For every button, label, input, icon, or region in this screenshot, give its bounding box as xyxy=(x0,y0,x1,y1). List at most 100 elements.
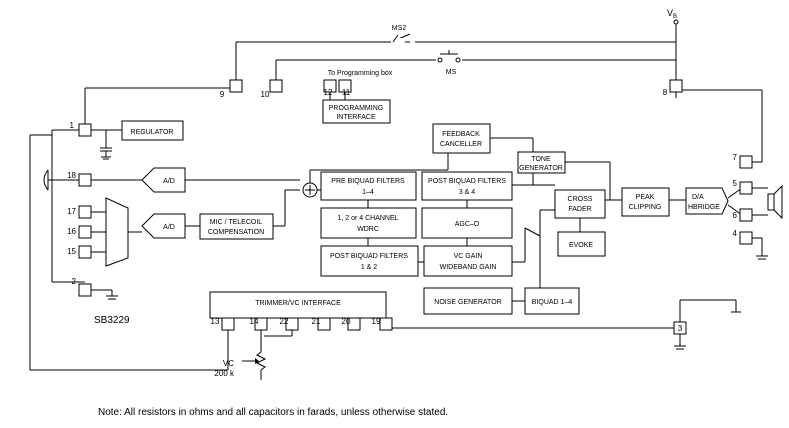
svg-text:CROSS: CROSS xyxy=(568,196,593,203)
pin-7 xyxy=(739,155,753,169)
pin-2-label: 2 xyxy=(72,277,77,286)
ms-label: MS xyxy=(446,69,457,76)
svg-text:PEAK: PEAK xyxy=(636,194,655,201)
pin-16-label: 16 xyxy=(67,227,76,236)
svg-text:PROGRAMMING: PROGRAMMING xyxy=(329,105,383,112)
feedback-canceller-block: FEEDBACK CANCELLER xyxy=(432,123,491,154)
pin-9 xyxy=(229,79,243,93)
mic-telecoil-compensation-block: MIC / TELECOIL COMPENSATION xyxy=(199,213,274,240)
regulator-block: REGULATOR xyxy=(121,120,184,141)
pin-13-label: 13 xyxy=(211,317,220,326)
wdrc-block: 1, 2 or 4 CHANNEL WDRC xyxy=(320,207,417,239)
pin-19 xyxy=(379,317,393,331)
footnote: Note: All resistors in ohms and all capa… xyxy=(98,407,448,418)
da-hbridge-block: D/A HBRIDGE xyxy=(685,187,729,215)
pin-15-label: 15 xyxy=(67,247,76,256)
switch-ms2: MS2 xyxy=(391,25,415,46)
pin-10 xyxy=(269,79,283,93)
ms2-label: MS2 xyxy=(392,25,407,32)
supply-label: VB xyxy=(667,8,677,20)
pin-11-label: 11 xyxy=(342,88,351,97)
pin-19-label: 19 xyxy=(372,317,381,326)
pin-13 xyxy=(221,317,235,331)
ad-converter-top: A/D xyxy=(141,167,186,193)
pin-16 xyxy=(78,225,92,239)
svg-text:REGULATOR: REGULATOR xyxy=(131,129,174,136)
pin-14-label: 14 xyxy=(250,317,259,326)
pin-12-label: 12 xyxy=(324,88,333,97)
svg-text:1–4: 1–4 xyxy=(362,189,374,196)
vc-label-line2: 200 k xyxy=(214,369,235,378)
svg-text:POST BIQUAD FILTERS: POST BIQUAD FILTERS xyxy=(428,178,506,185)
svg-text:CLIPPING: CLIPPING xyxy=(629,204,662,211)
svg-text:A/D: A/D xyxy=(163,178,175,185)
pin-18-label: 18 xyxy=(67,171,76,180)
switch-ms: MS xyxy=(436,50,462,76)
svg-text:VC GAIN: VC GAIN xyxy=(454,253,483,260)
chip-name: SB3229 xyxy=(94,315,130,326)
noise-generator-block: NOISE GENERATOR xyxy=(423,287,513,315)
svg-text:INTERFACE: INTERFACE xyxy=(336,114,376,121)
biquad-1-4-block: BIQUAD 1–4 xyxy=(524,287,580,315)
svg-text:POST BIQUAD FILTERS: POST BIQUAD FILTERS xyxy=(330,253,408,260)
pin-4 xyxy=(739,231,753,245)
pin-4-label: 4 xyxy=(733,229,738,238)
svg-text:GENERATOR: GENERATOR xyxy=(519,165,563,172)
svg-text:FADER: FADER xyxy=(568,206,591,213)
svg-text:HBRIDGE: HBRIDGE xyxy=(688,204,720,211)
pre-biquad-filters-block: PRE BIQUAD FILTERS 1–4 xyxy=(320,171,417,201)
evoke-block: EVOKE xyxy=(557,231,606,257)
pin-15 xyxy=(78,245,92,259)
svg-text:1, 2 or 4 CHANNEL: 1, 2 or 4 CHANNEL xyxy=(337,215,398,222)
svg-text:WIDEBAND GAIN: WIDEBAND GAIN xyxy=(440,264,497,271)
wiring xyxy=(29,19,783,380)
svg-text:WDRC: WDRC xyxy=(357,226,379,233)
pin-5-label: 5 xyxy=(733,179,738,188)
pin-5 xyxy=(739,181,753,195)
svg-text:1 & 2: 1 & 2 xyxy=(361,264,377,271)
pin-8 xyxy=(669,79,683,93)
to-programming-box-label: To Programming box xyxy=(328,70,393,77)
pin-7-label: 7 xyxy=(733,153,738,162)
pin-20-label: 20 xyxy=(342,317,351,326)
vc-label-line1: VC xyxy=(223,359,234,368)
svg-text:BIQUAD 1–4: BIQUAD 1–4 xyxy=(532,299,573,306)
pin-12 xyxy=(323,79,337,93)
vc-gain-block: VC GAIN WIDEBAND GAIN xyxy=(423,245,513,277)
cross-fader-block: CROSS FADER xyxy=(554,189,606,219)
svg-text:A/D: A/D xyxy=(163,224,175,231)
svg-text:3 & 4: 3 & 4 xyxy=(459,189,475,196)
agc-o-block: AGC–O xyxy=(421,207,513,239)
pin-11 xyxy=(338,79,352,93)
svg-text:TRIMMER/VC INTERFACE: TRIMMER/VC INTERFACE xyxy=(255,300,341,307)
pin-22-label: 22 xyxy=(280,317,289,326)
pin-1 xyxy=(78,123,92,137)
ad-converter-bottom: A/D xyxy=(141,213,186,239)
svg-text:AGC–O: AGC–O xyxy=(455,221,480,228)
trimmer-vc-interface-block: TRIMMER/VC INTERFACE xyxy=(209,291,387,319)
svg-text:COMPENSATION: COMPENSATION xyxy=(208,229,264,236)
pin-1-label: 1 xyxy=(70,121,75,130)
tone-generator-block: TONE GENERATOR xyxy=(517,151,566,174)
pin-3-label: 3 xyxy=(678,324,683,333)
pin-2 xyxy=(78,283,92,297)
pin-6 xyxy=(739,208,753,222)
svg-text:FEEDBACK: FEEDBACK xyxy=(442,131,480,138)
pin-3 xyxy=(673,321,687,335)
svg-text:MIC / TELECOIL: MIC / TELECOIL xyxy=(210,219,262,226)
peak-clipping-block: PEAK CLIPPING xyxy=(621,187,670,217)
pin-18 xyxy=(78,173,92,187)
pin-21-label: 21 xyxy=(312,317,321,326)
pin-10-label: 10 xyxy=(261,90,270,99)
post-biquad-filters-34-block: POST BIQUAD FILTERS 3 & 4 xyxy=(421,171,513,201)
pin-6-label: 6 xyxy=(733,211,738,220)
svg-text:CANCELLER: CANCELLER xyxy=(440,141,482,148)
svg-text:NOISE GENERATOR: NOISE GENERATOR xyxy=(434,299,501,306)
svg-text:EVOKE: EVOKE xyxy=(569,242,593,249)
pin-17-label: 17 xyxy=(67,207,76,216)
svg-text:TONE: TONE xyxy=(531,156,551,163)
svg-text:D/A: D/A xyxy=(692,194,704,201)
programming-interface-block: PROGRAMMING INTERFACE xyxy=(322,99,391,124)
svg-text:PRE BIQUAD FILTERS: PRE BIQUAD FILTERS xyxy=(331,178,405,185)
